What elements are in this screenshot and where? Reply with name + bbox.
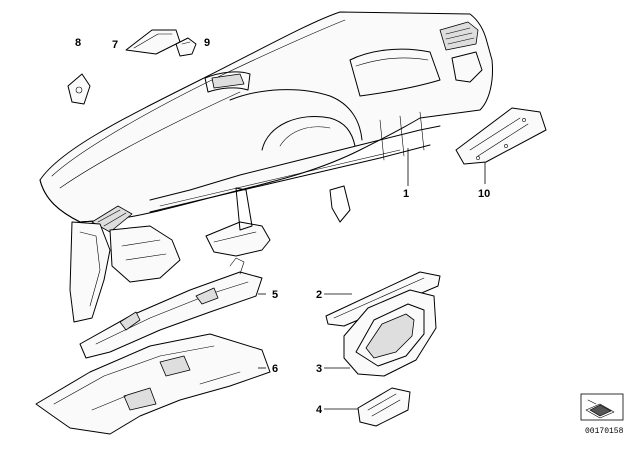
callout-6: 6 [272, 363, 278, 375]
clip-part-9 [175, 37, 197, 57]
lower-trim-part-5 [79, 257, 263, 359]
callout-1: 1 [403, 188, 409, 200]
diagram-id-badge: 00170158 [580, 393, 624, 436]
callout-9: 9 [204, 37, 210, 49]
diagram-id: 00170158 [585, 427, 624, 436]
callout-7: 7 [112, 39, 118, 51]
trim-panel-part-10 [455, 107, 547, 165]
bracket-part-8 [67, 73, 91, 105]
callout-4: 4 [316, 404, 323, 416]
callout-3: 3 [316, 363, 322, 375]
dashboard-main-part [39, 11, 493, 323]
box-part-4 [357, 387, 411, 427]
callout-8: 8 [75, 37, 81, 49]
housing-part-3 [343, 289, 437, 377]
callout-labels: 1 2 3 4 5 6 7 8 9 10 [75, 37, 490, 416]
leader-lines [258, 148, 486, 410]
cover-part-7 [125, 29, 181, 55]
callout-2: 2 [316, 289, 322, 301]
callout-10: 10 [478, 188, 490, 200]
knee-panel-part-6 [35, 333, 271, 435]
trim-strip-part-2 [325, 271, 441, 327]
callout-5: 5 [272, 289, 278, 301]
